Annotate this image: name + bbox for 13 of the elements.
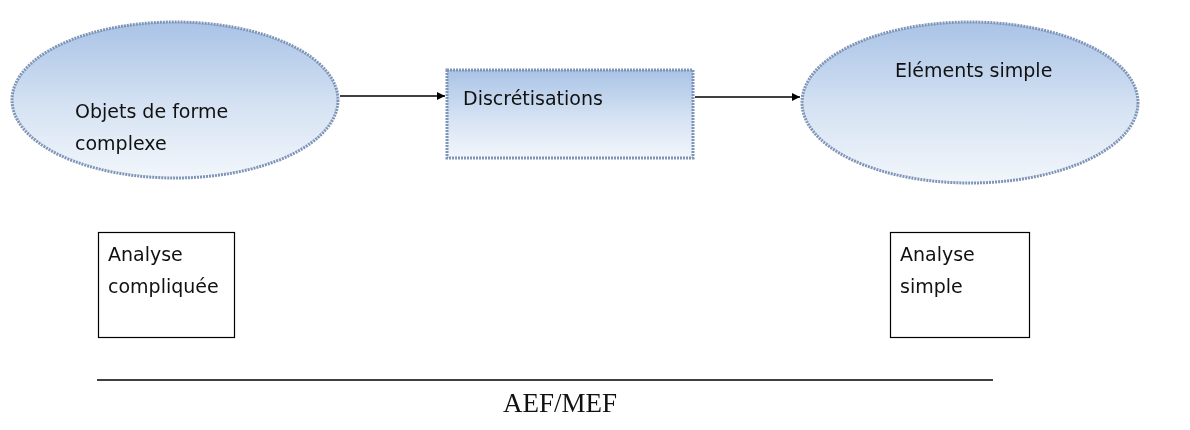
arrow bbox=[339, 92, 446, 100]
text-box bbox=[890, 232, 1030, 338]
node-label: Discrétisations bbox=[463, 86, 604, 111]
process-ellipse bbox=[800, 20, 1140, 185]
node-label: Eléments simple bbox=[895, 58, 1054, 83]
text-box bbox=[98, 232, 235, 338]
node-label: Analyse simple bbox=[900, 242, 976, 299]
arrow bbox=[694, 93, 801, 101]
process-ellipse bbox=[10, 20, 340, 180]
node-label: Objets de forme complexe bbox=[75, 99, 230, 156]
caption-label: AEF/MEF bbox=[502, 387, 618, 420]
node-label: Analyse compliquée bbox=[108, 242, 220, 299]
process-box bbox=[445, 68, 695, 160]
